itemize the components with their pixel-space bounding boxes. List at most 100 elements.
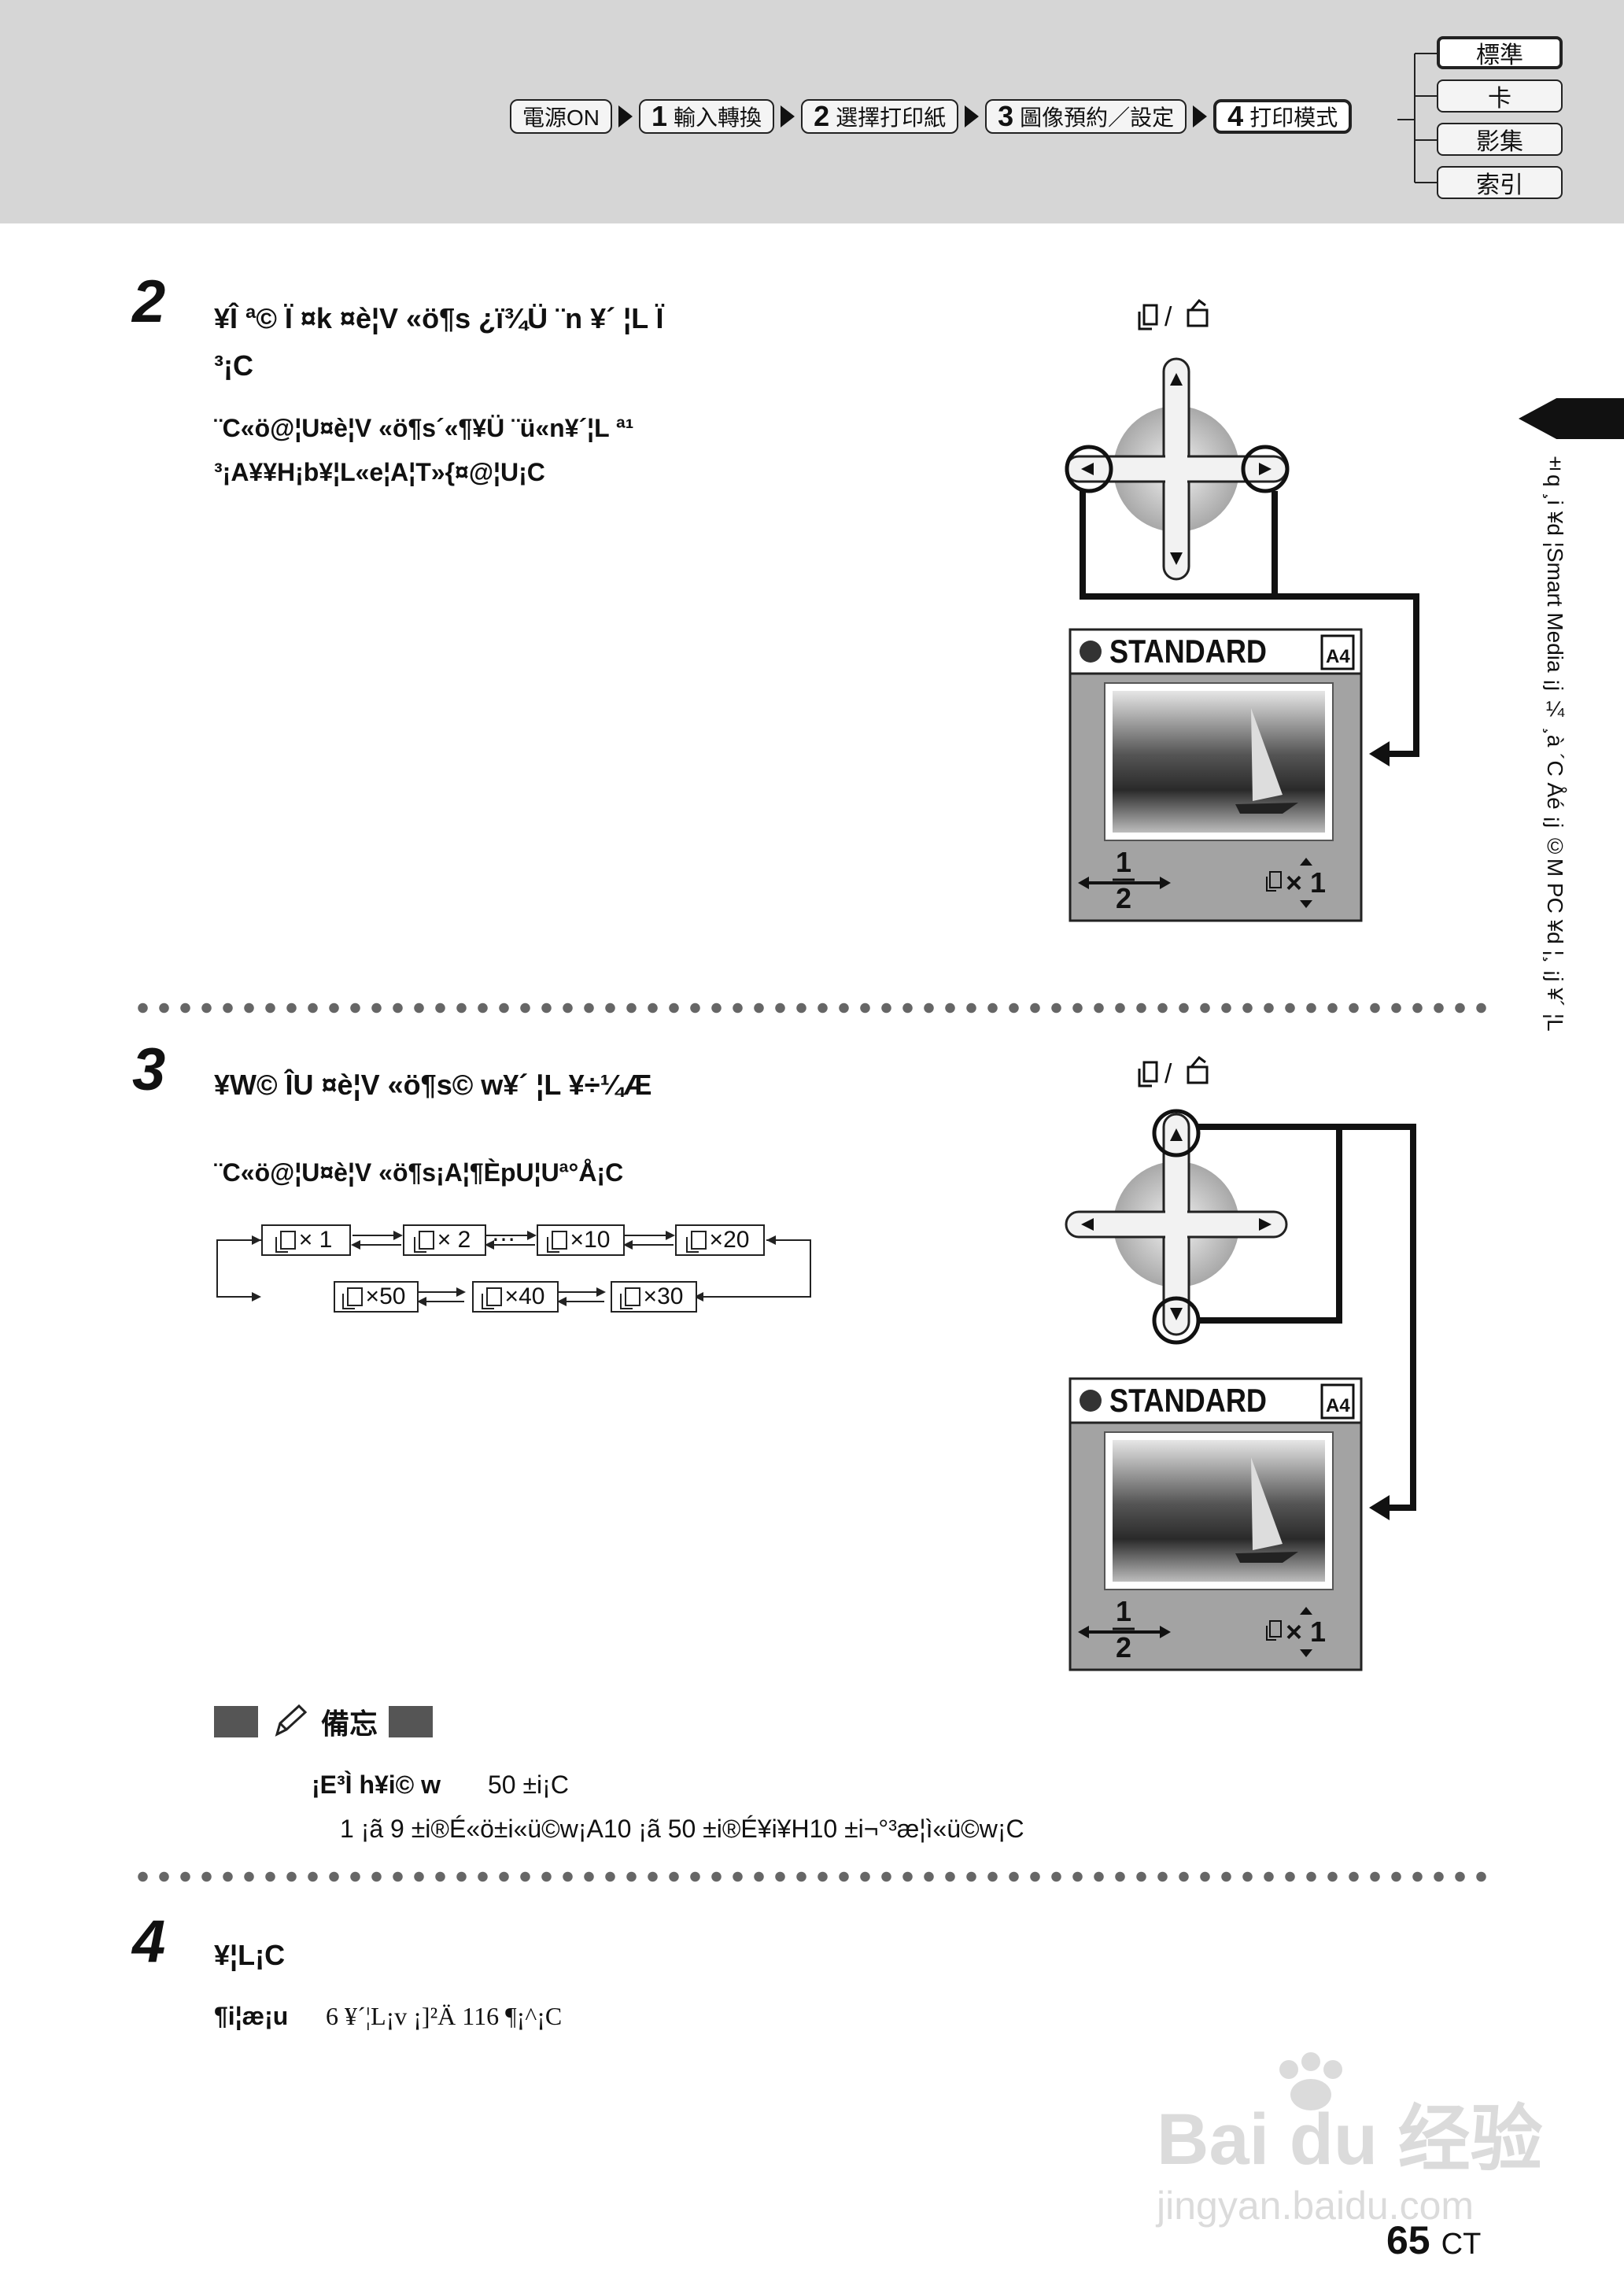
mode-standard: 標準: [1437, 36, 1563, 69]
copy-icon: [546, 1231, 567, 1253]
dpad: [1065, 357, 1290, 581]
copy-option-40: ×40: [472, 1281, 559, 1313]
step-title-cont: ³¡C: [214, 349, 253, 382]
section-divider: [132, 1871, 1490, 1882]
copy-icon: [619, 1287, 640, 1309]
copy-option-10: ×10: [537, 1224, 625, 1256]
mode-list: 標準 卡 影集 索引: [1437, 36, 1563, 209]
copy-option-30: ×30: [611, 1281, 697, 1313]
paper-icon: [1320, 1383, 1355, 1420]
flow-arrow-icon: [965, 105, 980, 127]
copies-label: × 1: [1286, 866, 1326, 899]
button-separator: /: [1164, 302, 1172, 332]
page-denominator: 2: [1116, 1631, 1131, 1663]
cycle-lines: [216, 1231, 811, 1306]
cycle-ellipsis: …: [491, 1218, 516, 1246]
preview-photo: [1113, 1440, 1325, 1582]
rotate-button-icon: [1187, 298, 1209, 327]
dpad-right-icon: [1259, 463, 1272, 475]
copy-option-1: × 1: [261, 1224, 351, 1256]
controller-diagram-left-right: / STANDARD A4 1 2 × 1: [1065, 298, 1419, 922]
highlight-right-ring: [1241, 445, 1290, 493]
step-number: 2: [132, 268, 166, 335]
flow-step-power: 電源ON: [510, 99, 613, 134]
indicator-line: [1080, 491, 1419, 757]
mode-card: 卡: [1437, 79, 1563, 113]
paper-label: A4: [1326, 1395, 1350, 1416]
dpad-down-icon: [1170, 552, 1183, 565]
step-body: ¨C«ö@¦U¤è¦V «ö¶s´«¶¥Ü ¨ü«n¥´¦L ª¹: [214, 414, 634, 442]
copy-icon: [341, 1287, 363, 1309]
watermark-brand: Bai du 经验: [1157, 2099, 1543, 2180]
baidu-watermark: Bai du 经验 jingyan.baidu.com: [1149, 2046, 1574, 2235]
step-body-cont: ³¡A¥¥H¡b¥¦L«e¦A¦T»{¤@¦U¡C: [214, 458, 545, 486]
screen-mode-label: STANDARD: [1109, 633, 1267, 670]
copy-count-icon: [1269, 871, 1282, 888]
memo-label: 備忘: [321, 1708, 378, 1740]
step-title: ¥¦L¡C: [214, 1939, 286, 1971]
copy-option-20: ×20: [675, 1224, 765, 1256]
page-denominator: 2: [1116, 882, 1131, 914]
step-title: ¥W© ÎU ¤è¦V «ö¶s© w¥´ ¦L ¥÷¼Æ: [214, 1069, 652, 1101]
copy-icon: [685, 1231, 707, 1253]
memo-line1-value: 50 ±i¡C: [488, 1771, 569, 1799]
page-numerator: 1: [1116, 846, 1131, 878]
flow-arrow-icon: [781, 105, 795, 127]
copy-icon: [481, 1287, 502, 1309]
step-title: ¥Î ª© Ï ¤k ¤è¦V «ö¶s ¿ï¾Ü ¨n ¥´ ¦L Ï: [214, 302, 664, 334]
pencil-icon: [275, 1704, 308, 1737]
side-tab-text: ±q ¸i ¥d ¦Smart Media ¡j ¼ ¸à ´C Åé ¡j ©…: [1543, 450, 1567, 1032]
dpad-right-icon: [1259, 1218, 1272, 1231]
indicator-arrow-icon: [1369, 1495, 1390, 1520]
flow-arrow-icon: [1193, 105, 1208, 127]
lcd-screen: STANDARD A4 1 2 × 1: [1069, 628, 1363, 922]
flow-arrow-icon: [618, 105, 633, 127]
indicator-line: [1198, 1124, 1416, 1511]
paper-label: A4: [1326, 646, 1350, 667]
step-number: 3: [132, 1036, 166, 1103]
copy-icon: [413, 1231, 434, 1253]
dpad-up-icon: [1170, 1128, 1183, 1141]
controller-diagram-up-down: / STANDARD A4 1 2 × 1: [1065, 1055, 1416, 1671]
copy-icon: [275, 1231, 296, 1253]
dpad: [1065, 1109, 1288, 1345]
memo-line2: 1 ¡ã 9 ±i®É«ö±i«ü©w¡A10 ¡ã 50 ±i®É¥i¥H10…: [340, 1815, 1024, 1843]
side-tab-marker: [1519, 398, 1624, 439]
memo-bar-left: [214, 1706, 258, 1737]
copy-count-icon: [1269, 1620, 1282, 1638]
memo-header: 備忘: [214, 1701, 434, 1742]
step-body-label: ¶i¦æ¡u: [214, 2002, 289, 2030]
copy-button-icon: [1138, 304, 1158, 330]
lcd-screen: STANDARD A4 1 2 × 1: [1069, 1377, 1363, 1671]
section-divider: [132, 1002, 1490, 1014]
memo-line1-label: ¡E³Ì h¥i© w: [312, 1771, 441, 1799]
dpad-left-icon: [1081, 463, 1094, 475]
mode-index: 索引: [1437, 166, 1563, 199]
copy-count-cycle: × 1 × 2 … ×10 ×20 ×50 ×40 ×30: [214, 1212, 820, 1314]
step-number: 4: [132, 1908, 166, 1975]
mode-connector: [1397, 53, 1438, 183]
dpad-left-icon: [1081, 1218, 1094, 1231]
preview-photo: [1113, 691, 1325, 833]
copy-option-50: ×50: [334, 1281, 419, 1313]
mode-album: 影集: [1437, 123, 1563, 156]
dpad-up-icon: [1170, 373, 1183, 386]
copy-button-icon: [1138, 1061, 1158, 1087]
copies-label: × 1: [1286, 1615, 1326, 1648]
highlight-left-ring: [1065, 445, 1113, 493]
highlight-up-ring: [1152, 1109, 1201, 1158]
status-dot-icon: [1080, 1390, 1102, 1412]
page-numerator: 1: [1116, 1595, 1131, 1627]
button-separator: /: [1164, 1059, 1172, 1089]
memo-bar-right: [389, 1706, 434, 1737]
dpad-down-icon: [1170, 1308, 1183, 1320]
step-body: ¨C«ö@¦U¤è¦V «ö¶s¡A¦¶ÈpU¦Uª°Å¡C: [214, 1158, 624, 1187]
screen-mode-label: STANDARD: [1109, 1382, 1267, 1419]
